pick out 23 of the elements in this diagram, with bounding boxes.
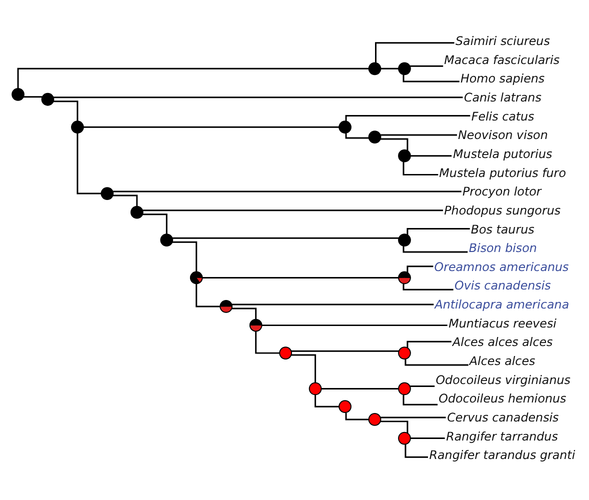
node-text: Alces alces alces (452, 335, 553, 350)
node-text: Cervus canadensis (447, 410, 559, 425)
node-text: Neovison vison (458, 128, 548, 142)
node-text: Homo sapiens (460, 72, 545, 86)
node-text: Macaca fascicularis (444, 52, 560, 67)
node-text: Ovis canadensis (454, 278, 551, 293)
node-text: Alces alces (469, 354, 536, 368)
node-text: Rangifer tarandus granti (429, 448, 576, 462)
node-text: Muntiacus reevesi (448, 316, 556, 330)
node-text: Oreamnos americanus (434, 260, 569, 274)
node-text: Bison bison (468, 241, 537, 256)
node-text: Bos taurus (470, 222, 534, 236)
node-text: Odocoileus hemionus (438, 392, 566, 406)
node-text: Phodopus sungorus (444, 203, 561, 218)
node-text: Rangifer tarrandus (446, 429, 558, 444)
node-text: Mustela putorius furo (439, 166, 566, 180)
node-text: Antilocapra americana (434, 298, 570, 312)
node-text: Odocoileus virginianus (436, 372, 570, 387)
node-text: Saimiri sciureus (456, 34, 550, 48)
node-text: Procyon lotor (462, 184, 542, 199)
node-text: Mustela putorius (453, 146, 552, 161)
node-text: Canis latrans (464, 90, 542, 104)
node-text: Felis catus (471, 109, 534, 124)
